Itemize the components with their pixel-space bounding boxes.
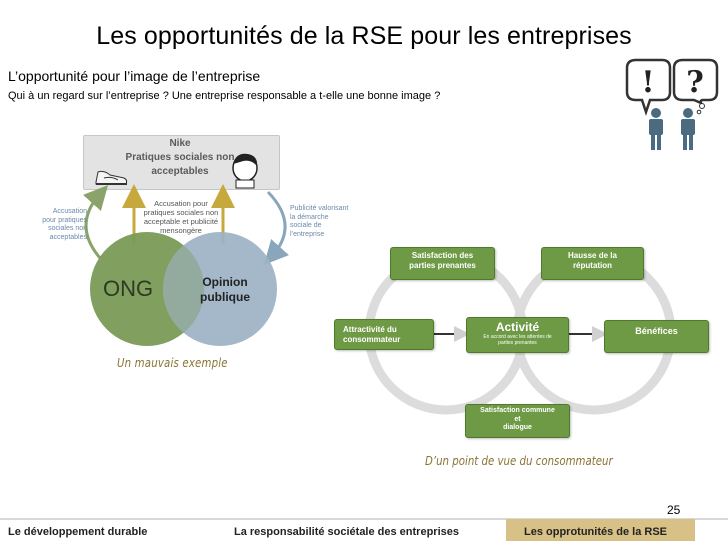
footer-active-tab-bg: [506, 519, 695, 541]
question-bubble-icon: [672, 58, 719, 115]
venn-overlap: [162, 245, 205, 333]
slide-title: Les opportunités de la RSE pour les entr…: [96, 22, 632, 50]
footer-tab-responsabilite[interactable]: La responsabilité sociétale des entrepri…: [234, 526, 459, 538]
footer-tab-opportunites[interactable]: Les opprotunités de la RSE: [524, 526, 668, 538]
attractivite-box: Attractivité du consommateur: [334, 319, 434, 350]
opinion-label: Opinion publique: [200, 275, 250, 304]
person-right-icon: [681, 108, 695, 150]
satisfaction-box: Satisfaction des parties prenantes: [390, 247, 495, 280]
right-publicity-note: Publicité valorisant la démarche sociale…: [290, 205, 349, 238]
person-left-icon: [649, 108, 663, 150]
ong-label: ONG: [103, 276, 154, 301]
footer-tab-developpement[interactable]: Le développement durable: [8, 526, 148, 538]
shoe-icon: [95, 170, 128, 185]
exclamation-glyph: !: [641, 65, 654, 100]
benefices-box: Bénéfices: [604, 320, 709, 353]
arrow-nike-to-opinion: [263, 190, 289, 265]
section-question: Qui à un regard sur l’entreprise ? Une e…: [8, 90, 441, 102]
nike-line2: Pratiques sociales non: [125, 152, 235, 163]
consumer-caption: D’un point de vue du consommateur: [425, 454, 613, 468]
page-number: 25: [667, 503, 681, 517]
bad-example-caption: Un mauvais exemple: [117, 356, 228, 370]
satisfaction-commune-box: Satisfaction commune et dialogue: [465, 404, 570, 438]
exclamation-bubble-icon: [625, 58, 672, 116]
section-subtitle: L’opportunité pour l’image de l’entrepri…: [8, 68, 261, 84]
question-glyph: ?: [686, 65, 704, 100]
nike-line3: acceptables: [151, 166, 209, 177]
activite-box: Activité En accord avec les attentes de …: [466, 317, 569, 353]
arrow-ong-to-nike: [83, 185, 109, 259]
reputation-box: Hausse de la réputation: [541, 247, 644, 280]
nike-title: Nike: [169, 138, 191, 149]
footer-divider: [0, 518, 728, 520]
child-icon: [232, 153, 258, 189]
left-accusation-note: Accusation pour pratiques sociales non a…: [42, 208, 87, 241]
nike-box-text: Nike Pratiques sociales non acceptables: [100, 137, 260, 179]
center-accusation-note: Accusation pour pratiques sociales non a…: [143, 199, 219, 235]
